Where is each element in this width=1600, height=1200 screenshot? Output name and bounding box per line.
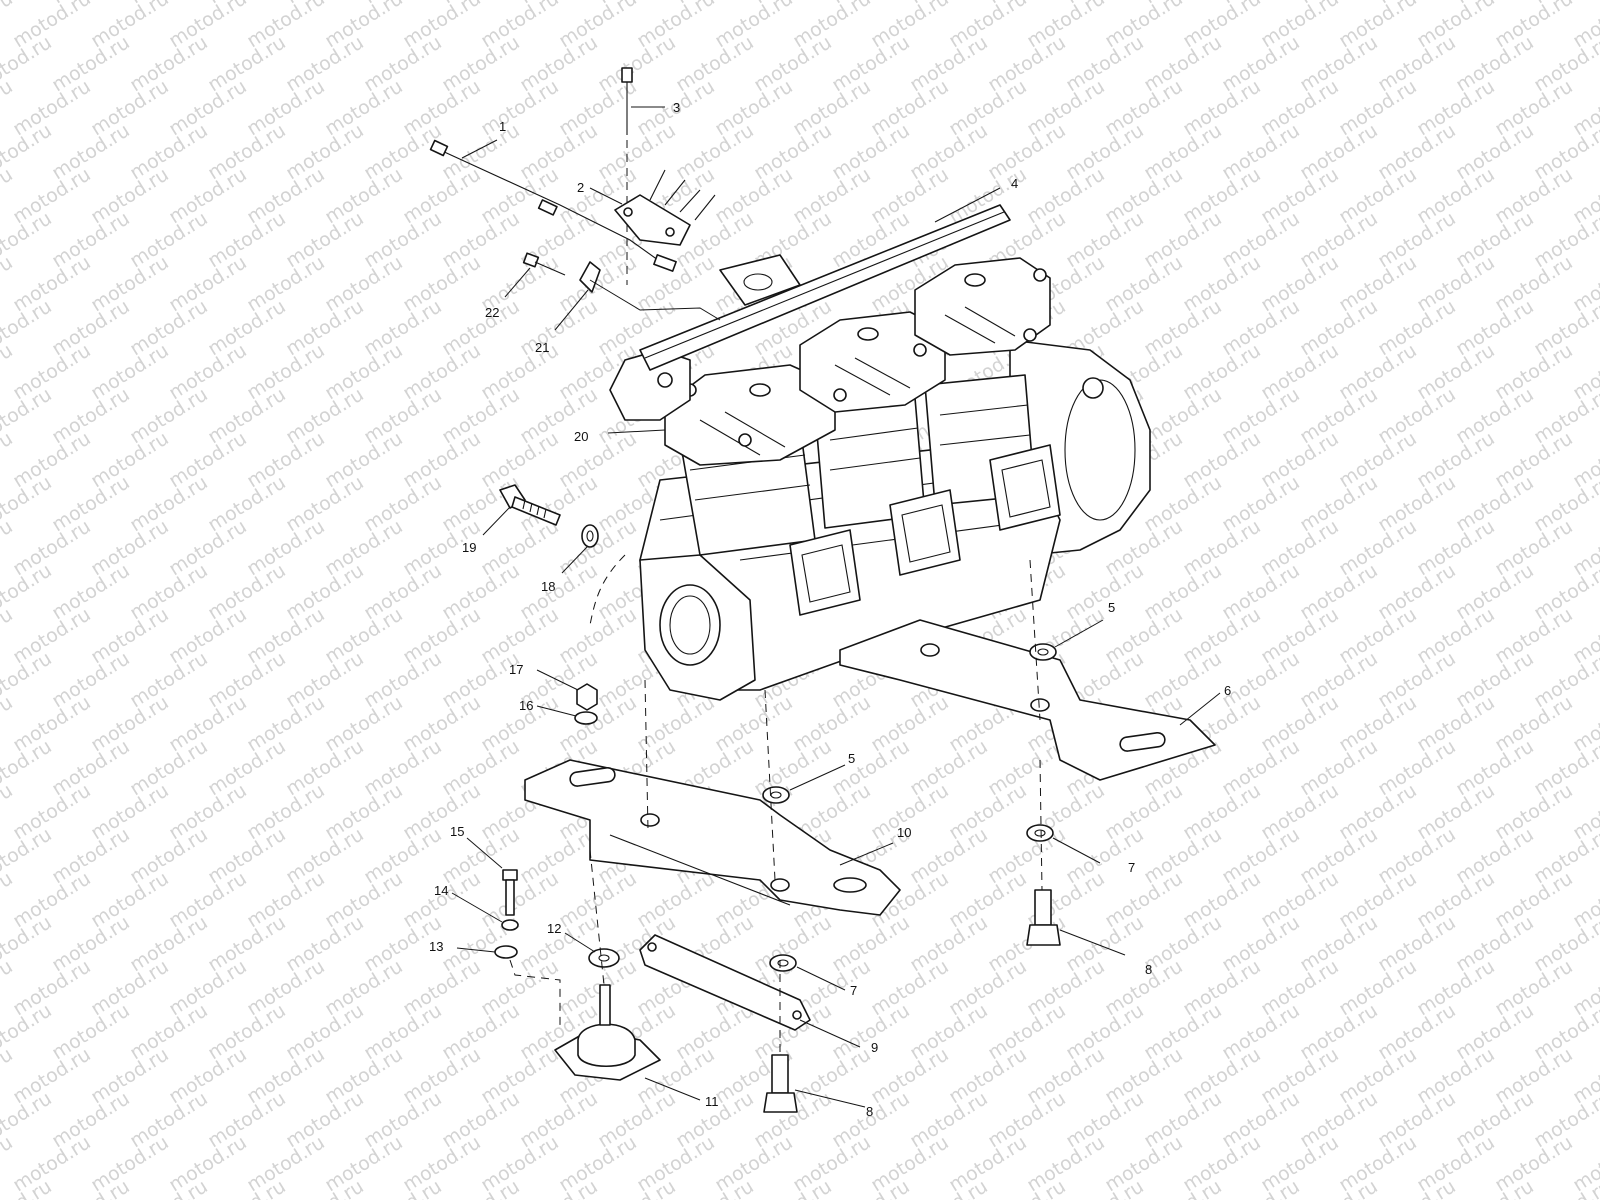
strap-9-hole bbox=[792, 1010, 802, 1020]
mount-plate-10-hole bbox=[640, 813, 660, 827]
callout-7-right: 7 bbox=[1128, 860, 1135, 875]
callout-22: 22 bbox=[485, 305, 499, 320]
bolt-8-bottom-head bbox=[763, 1092, 798, 1113]
bolt-8-right-shank bbox=[1034, 889, 1052, 926]
mount-plate-10-hole bbox=[770, 878, 790, 892]
callout-3: 3 bbox=[673, 100, 680, 115]
callout-6: 6 bbox=[1224, 683, 1231, 698]
callout-8-right: 8 bbox=[1145, 962, 1152, 977]
spark-plug-boss-2 bbox=[857, 327, 879, 341]
engine-mount-11-rubber bbox=[577, 1023, 636, 1067]
mount-plate-6-hole bbox=[920, 643, 940, 657]
engine-mount-11-stud bbox=[599, 984, 611, 1026]
head-nut bbox=[738, 433, 752, 447]
pto-opening bbox=[659, 584, 721, 666]
callout-4: 4 bbox=[1011, 176, 1018, 191]
cable-end bbox=[429, 139, 449, 157]
callout-8-bottom: 8 bbox=[866, 1104, 873, 1119]
bolt-15-head bbox=[502, 869, 518, 881]
intake-port-3 bbox=[989, 444, 1061, 531]
callout-7-bottom: 7 bbox=[850, 983, 857, 998]
bracket-hole bbox=[623, 207, 633, 217]
washer-7-right bbox=[1026, 824, 1054, 842]
callout-16: 16 bbox=[519, 698, 533, 713]
spark-plug-boss-1 bbox=[749, 383, 771, 397]
bolt-8-bottom-shank bbox=[771, 1054, 789, 1094]
lockwasher-14 bbox=[501, 919, 519, 931]
washer-5-right bbox=[1029, 643, 1057, 661]
housing-nut bbox=[657, 372, 673, 388]
callout-12: 12 bbox=[547, 921, 561, 936]
callout-9: 9 bbox=[871, 1040, 878, 1055]
callout-17: 17 bbox=[509, 662, 523, 677]
watermark-text: motod.ru bbox=[0, 0, 17, 52]
mount-plate-6-hole bbox=[1030, 698, 1050, 712]
callout-18: 18 bbox=[541, 579, 555, 594]
callout-19: 19 bbox=[462, 540, 476, 555]
callout-5-center: 5 bbox=[848, 751, 855, 766]
callout-10: 10 bbox=[897, 825, 911, 840]
washer-7-bottom bbox=[769, 954, 797, 972]
washer-18 bbox=[581, 524, 599, 548]
bolt-15-shank bbox=[505, 879, 515, 916]
callout-2: 2 bbox=[577, 180, 584, 195]
callout-5-right: 5 bbox=[1108, 600, 1115, 615]
housing-bolt bbox=[1082, 377, 1104, 399]
callout-21: 21 bbox=[535, 340, 549, 355]
callout-14: 14 bbox=[434, 883, 448, 898]
callout-13: 13 bbox=[429, 939, 443, 954]
intake-port-1 bbox=[789, 529, 861, 616]
bolt-8-right-head bbox=[1026, 924, 1061, 946]
head-nut bbox=[1023, 328, 1037, 342]
bracket-hole bbox=[665, 227, 675, 237]
cable-fitting bbox=[653, 254, 677, 272]
mount-plate-10-oval bbox=[833, 877, 867, 893]
nut-17 bbox=[576, 683, 598, 711]
washer-13 bbox=[494, 945, 518, 959]
callout-20: 20 bbox=[574, 429, 588, 444]
washer-16 bbox=[574, 711, 598, 725]
callout-15: 15 bbox=[450, 824, 464, 839]
head-nut bbox=[913, 343, 927, 357]
strap-9-hole bbox=[647, 942, 657, 952]
head-nut bbox=[833, 388, 847, 402]
callout-11: 11 bbox=[705, 1094, 719, 1109]
callout-1: 1 bbox=[499, 119, 506, 134]
washer-12 bbox=[588, 948, 620, 968]
spark-plug-boss-3 bbox=[964, 273, 986, 287]
head-nut bbox=[1033, 268, 1047, 282]
intake-port-2 bbox=[889, 489, 961, 576]
washer-5-center bbox=[762, 786, 790, 804]
bolt-3-head bbox=[621, 67, 633, 83]
